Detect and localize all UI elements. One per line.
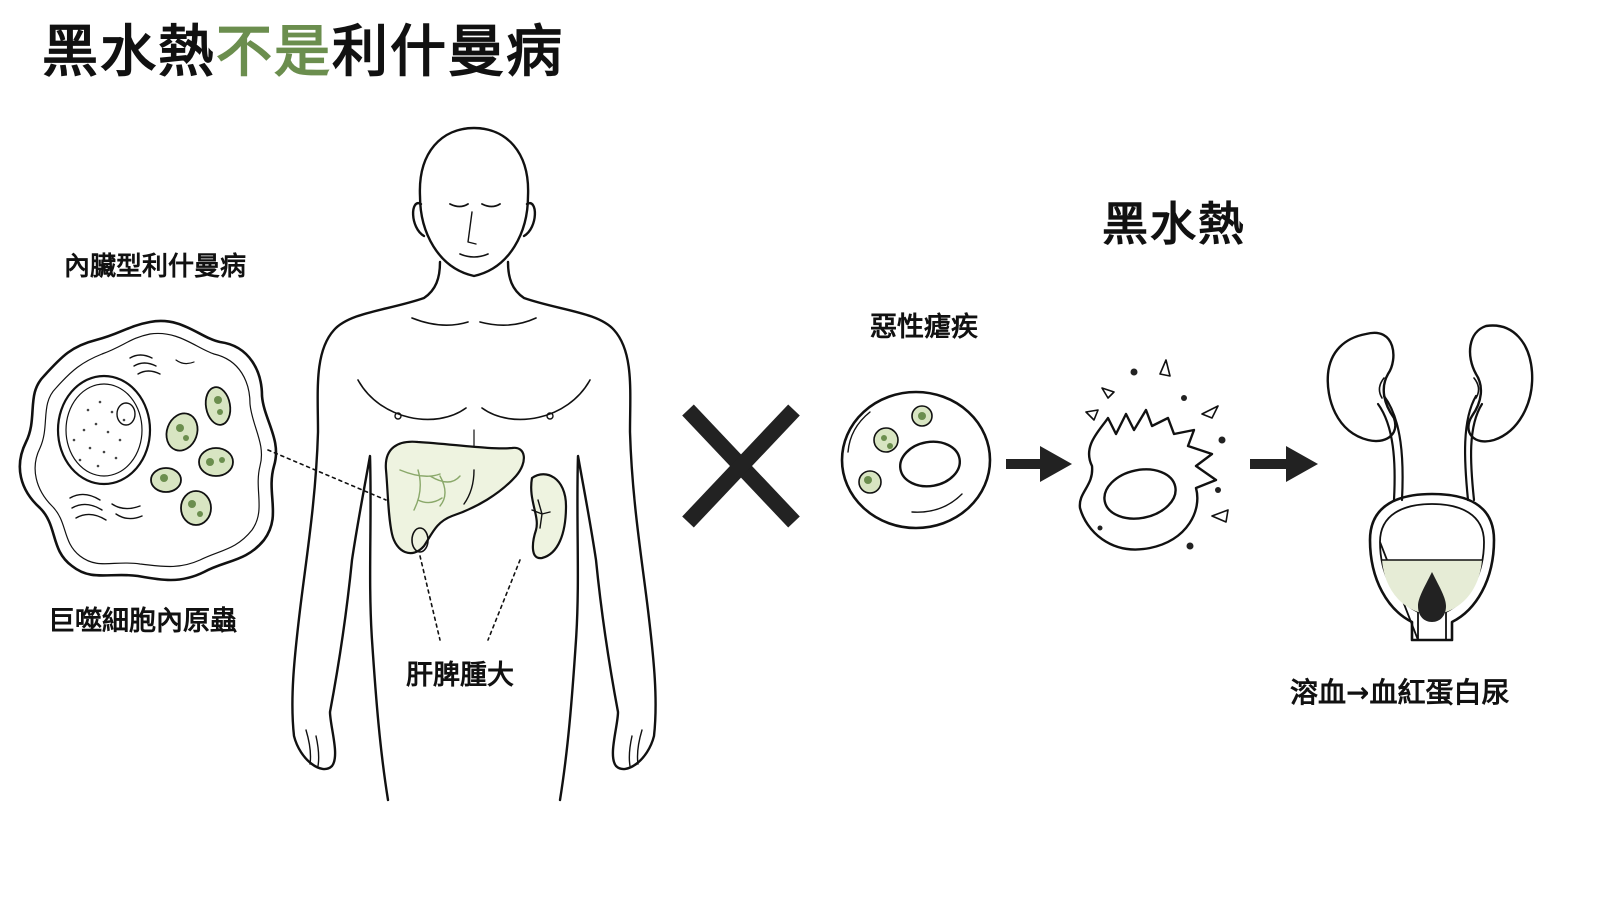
- arrow-right-icon: [1250, 446, 1318, 482]
- visceral-leishmaniasis-label: 內臟型利什曼病: [64, 252, 247, 282]
- title-part-2: 利什曼病: [332, 20, 564, 85]
- title-part-1: 黑水熱: [42, 20, 216, 85]
- human-body-icon: [291, 126, 657, 802]
- hemolysis-hemoglobinuria-label: 溶血→血紅蛋白尿: [1290, 676, 1510, 709]
- blackwater-fever-heading: 黑水熱: [1102, 197, 1246, 251]
- arrow-right-icon: [1006, 446, 1072, 482]
- x-mark-icon: [682, 404, 800, 528]
- infected-rbc-icon: [840, 390, 992, 530]
- leader-lines: [267, 449, 521, 641]
- title-highlight: 不是: [216, 20, 332, 85]
- ruptured-rbc-icon: [1078, 359, 1229, 551]
- macrophage-parasite-label: 巨噬細胞內原蟲: [48, 606, 237, 637]
- macrophage-cell-icon: [18, 319, 278, 582]
- falciparum-malaria-label: 惡性瘧疾: [870, 312, 978, 343]
- kidney-bladder-icon: [1326, 324, 1534, 642]
- hepatosplenomegaly-label: 肝脾腫大: [406, 660, 514, 691]
- page-title: 黑水熱不是利什曼病: [42, 22, 564, 84]
